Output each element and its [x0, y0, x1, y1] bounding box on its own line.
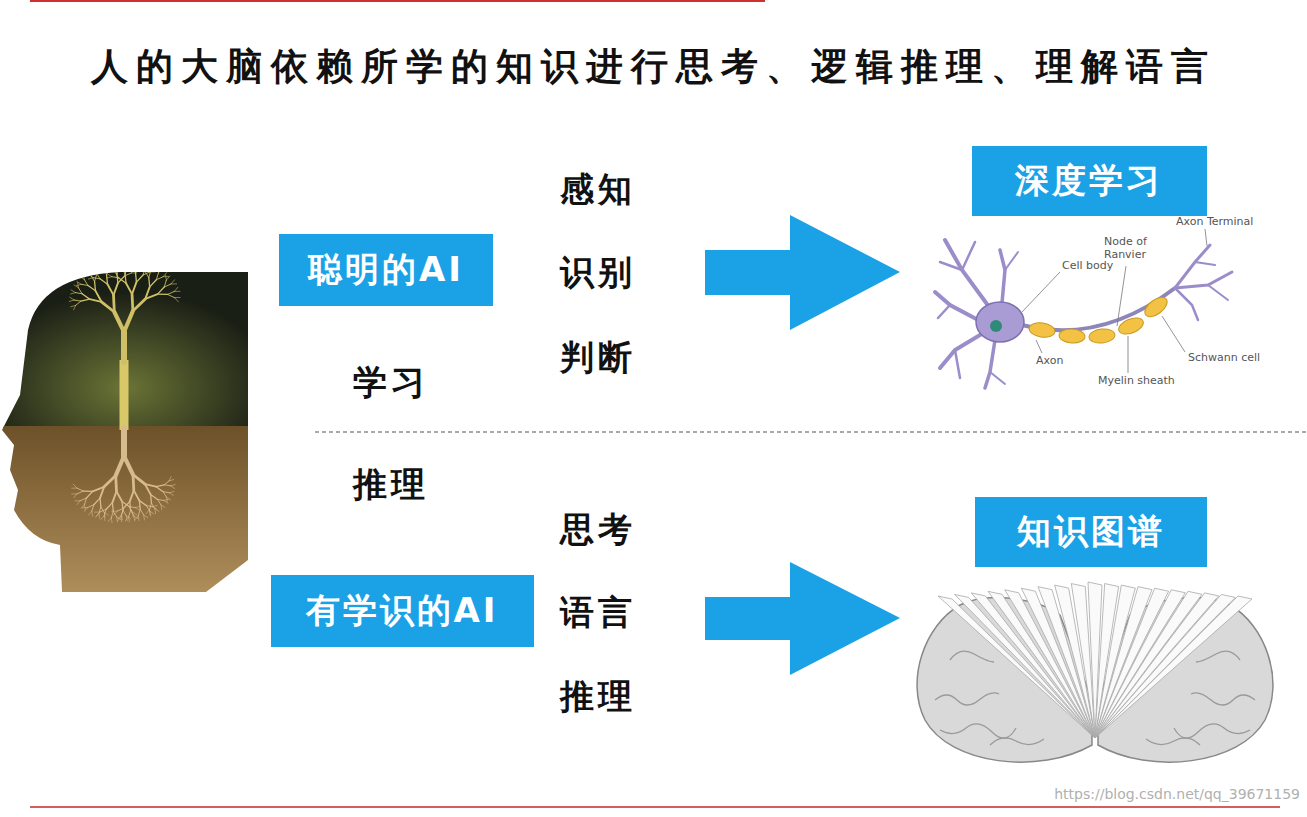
page-title: 人的大脑依赖所学的知识进行思考、逻辑推理、理解语言 — [0, 42, 1307, 92]
part-label: Cell body — [1062, 260, 1113, 273]
part-label: Myelin sheath — [1098, 375, 1175, 388]
bottom-rule — [30, 806, 1280, 808]
box-label: 聪明的AI — [308, 247, 464, 293]
part-label: Axon Terminal — [1176, 216, 1253, 229]
keyword: 推理 — [560, 677, 636, 716]
brain-book-illustration — [917, 582, 1273, 762]
divider — [315, 431, 1307, 432]
part-label: Node of Ranvier — [1104, 236, 1170, 261]
head-illustration — [0, 260, 250, 596]
block-arrow — [705, 562, 900, 675]
keyword: 判断 — [560, 338, 636, 377]
keyword: 推理 — [353, 465, 429, 504]
top-rule — [30, 0, 765, 2]
neuron-illustration — [935, 229, 1232, 388]
box-label: 有学识的AI — [306, 588, 499, 634]
title-box: 有学识的AI — [271, 575, 534, 647]
title-box: 深度学习 — [972, 146, 1207, 216]
part-label: Axon — [1036, 355, 1063, 368]
box-label: 深度学习 — [1015, 158, 1163, 204]
title-box: 聪明的AI — [279, 234, 493, 306]
keyword: 语言 — [560, 593, 636, 632]
keyword: 思考 — [560, 510, 636, 549]
watermark: https://blog.csdn.net/qq_39671159 — [1054, 786, 1300, 802]
keyword: 学习 — [353, 363, 429, 402]
block-arrow — [705, 215, 900, 330]
part-label: Schwann cell — [1188, 352, 1260, 365]
keyword: 识别 — [560, 253, 636, 292]
keyword: 感知 — [560, 170, 636, 209]
box-label: 知识图谱 — [1017, 509, 1165, 555]
title-box: 知识图谱 — [975, 497, 1207, 567]
